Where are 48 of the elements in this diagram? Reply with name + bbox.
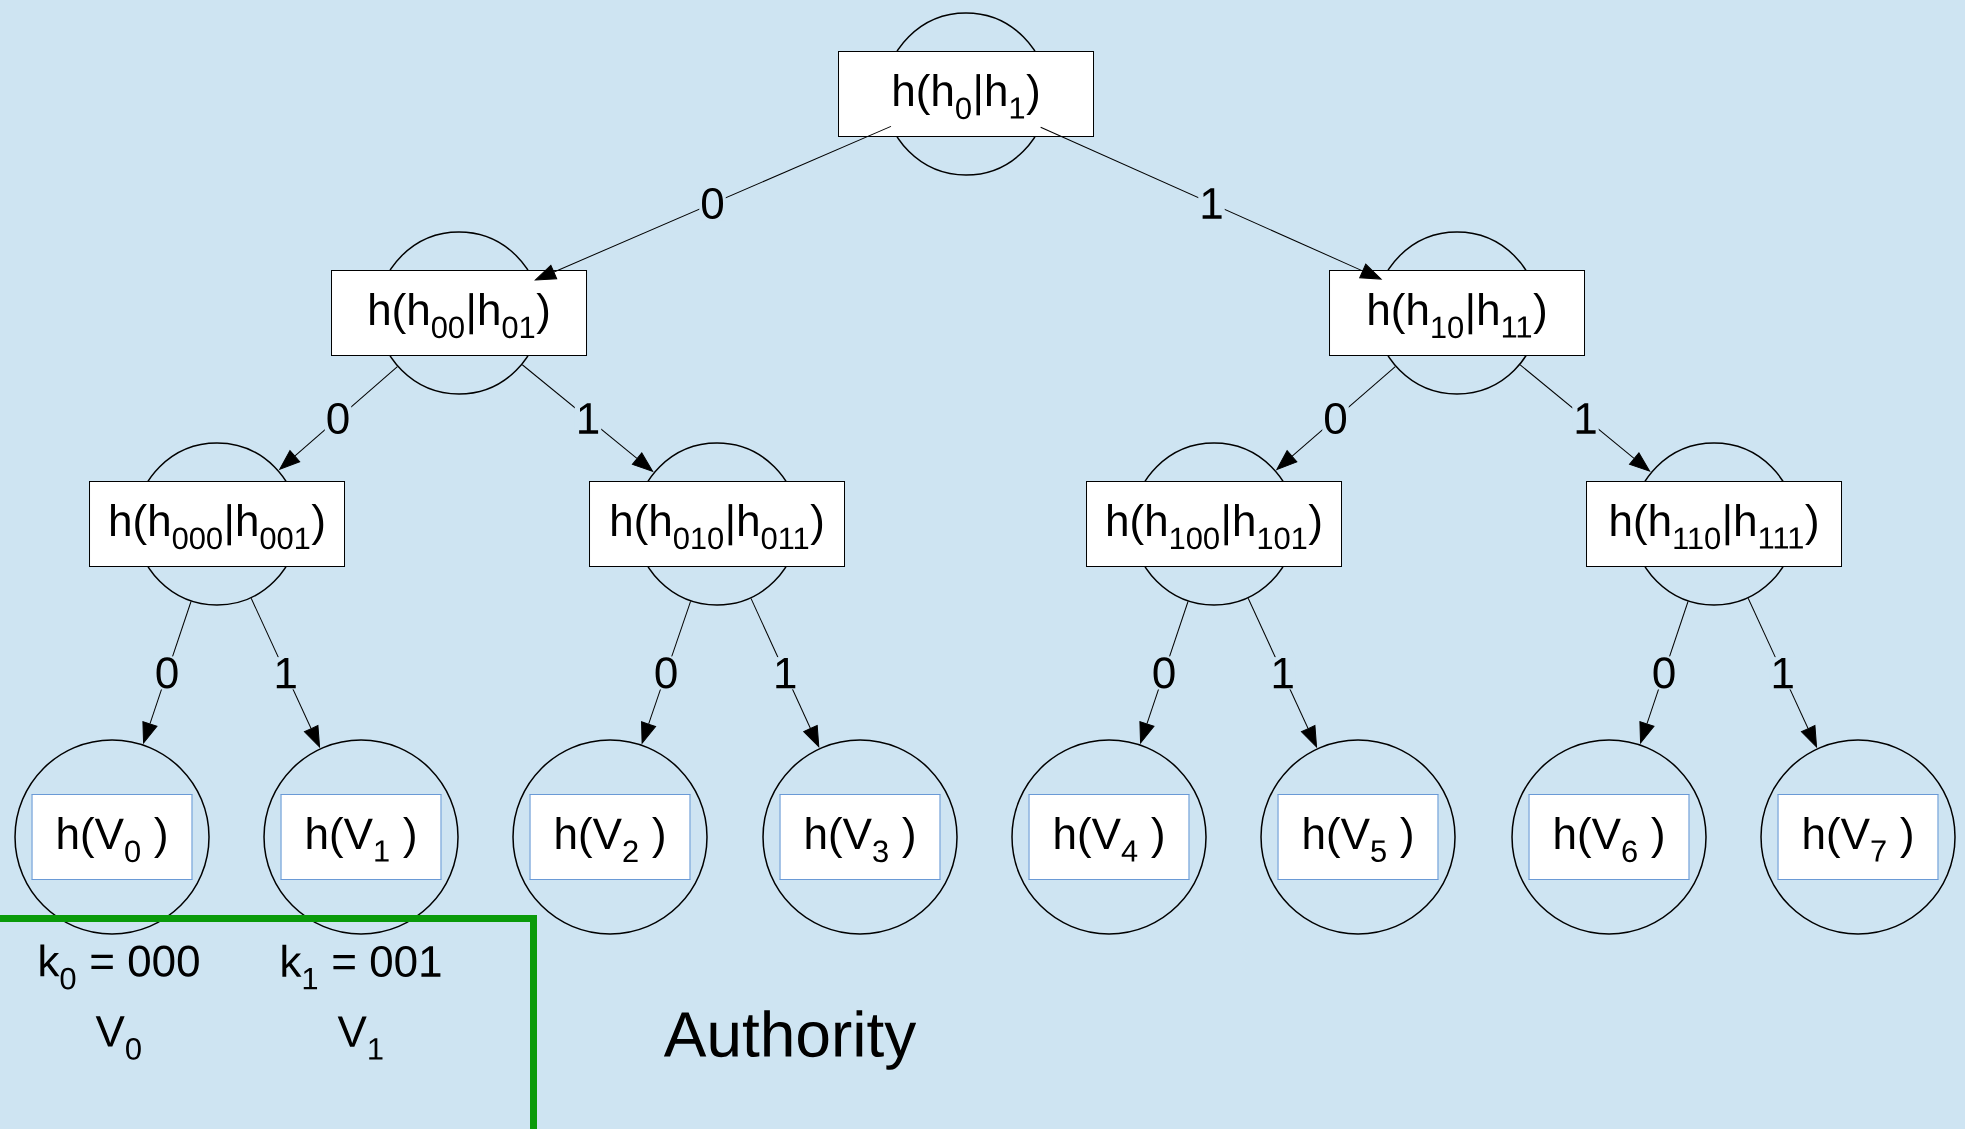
arrow — [750, 597, 820, 748]
leaf-node: h(V$_{2}$ ) — [512, 739, 708, 935]
hash-node: h(h$_{010}$|h$_{011}$) — [588, 442, 846, 606]
arrow — [279, 366, 398, 470]
hash-node: h(h$_{00}$|h$_{01}$) — [330, 231, 588, 395]
arrow — [534, 125, 892, 281]
leaf-node: h(V$_{3}$ ) — [762, 739, 958, 935]
edge-label: 0 — [699, 186, 726, 221]
key-box: k$_{0}$ = 000 V$_{0}$ k$_{1}$ = 001 V$_{1}$ — [0, 915, 537, 1129]
leaf-node: h(V$_{5}$ ) — [1260, 739, 1456, 935]
node-label: ) — [1308, 504, 1321, 546]
arrow — [1519, 364, 1651, 472]
node-label: ) — [1805, 504, 1817, 546]
leaf-node: h(V$_{1}$ ) — [263, 739, 459, 935]
arrow — [1040, 126, 1382, 280]
arrow — [1747, 597, 1818, 748]
edge-label: 1 — [1769, 657, 1796, 690]
hash-node: h(h$_{110}$|h$_{111}$) — [1585, 442, 1843, 606]
arrow — [521, 364, 654, 472]
edge-label: 1 — [771, 657, 799, 690]
edge-label: 0 — [1322, 401, 1349, 436]
edge-label: 0 — [1150, 656, 1178, 690]
edge-label: 1 — [574, 402, 602, 435]
edge-label: 0 — [153, 656, 181, 690]
edge-label: 0 — [1650, 656, 1678, 690]
edge-label: 1 — [1269, 657, 1296, 690]
leaf-node: h(V$_{7}$ ) — [1760, 739, 1956, 935]
leaf-node: h(V$_{0}$ ) — [14, 739, 210, 935]
node-label: ) — [311, 504, 324, 546]
arrow — [1139, 601, 1189, 744]
leaf-node: h(V$_{4}$ ) — [1011, 739, 1207, 935]
hash-node: h(h$_{0}$|h$_{1}$) — [837, 12, 1095, 176]
arrow — [641, 600, 692, 744]
arrow — [250, 597, 321, 748]
arrow — [142, 601, 192, 744]
node-label: ) — [810, 504, 823, 546]
edge-label: 1 — [1572, 402, 1599, 435]
arrow — [1247, 597, 1318, 748]
edge-label: 1 — [1198, 187, 1225, 220]
edge-label: 0 — [652, 656, 680, 690]
hash-node: h(h$_{000}$|h$_{001}$) — [88, 442, 346, 606]
arrow — [1276, 366, 1396, 470]
leaf-node: h(V$_{6}$ ) — [1511, 739, 1707, 935]
hash-node: h(h$_{100}$|h$_{101}$) — [1085, 442, 1343, 606]
heading: Authority — [663, 1010, 917, 1070]
hash-node: h(h$_{10}$|h$_{11}$) — [1328, 231, 1586, 395]
edge-label: 1 — [272, 657, 299, 690]
arrow — [1639, 601, 1689, 744]
